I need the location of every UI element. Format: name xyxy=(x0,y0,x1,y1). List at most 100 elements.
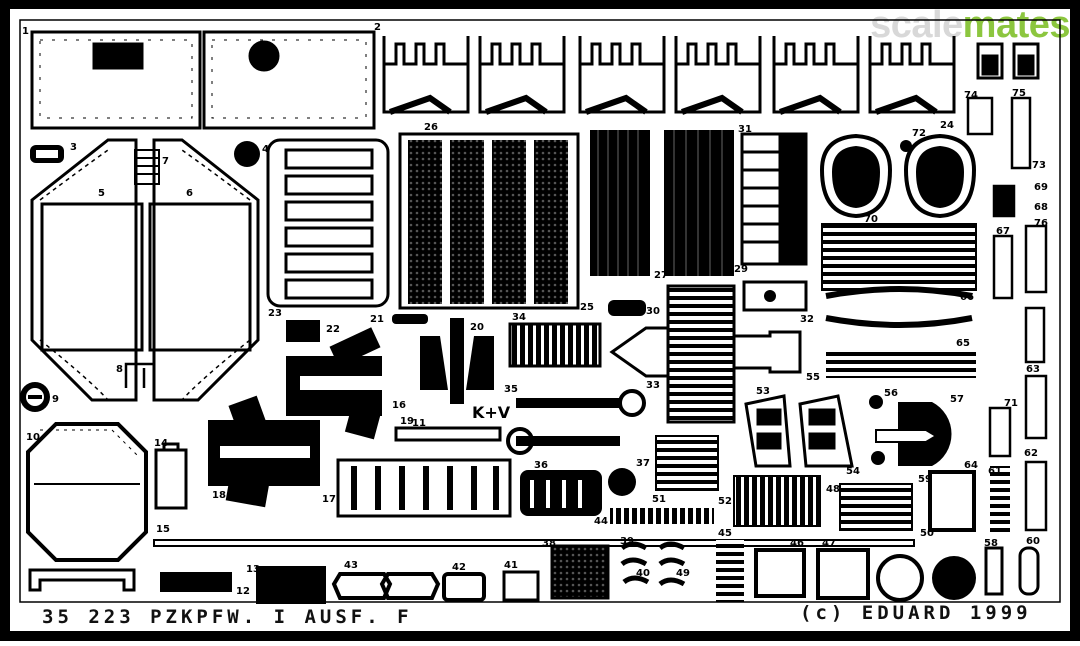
part-number: 58 xyxy=(984,538,998,549)
parts-20-21-22 xyxy=(286,314,494,404)
part-9 xyxy=(20,382,50,412)
disc-part-4 xyxy=(234,141,260,167)
part-number: 23 xyxy=(268,308,282,319)
part-number: 20 xyxy=(470,322,484,333)
part-number: 67 xyxy=(996,226,1010,237)
part-number: 75 xyxy=(1012,88,1026,99)
part-number: 49 xyxy=(676,568,690,579)
parts-16-18 xyxy=(208,327,400,508)
part-number: 13 xyxy=(246,564,260,575)
part-31 xyxy=(740,132,808,266)
part-number: 17 xyxy=(322,494,336,505)
right-column-parts xyxy=(966,96,1048,364)
parts-30-32 xyxy=(608,280,808,316)
part-number: 25 xyxy=(580,302,594,313)
part-number: 9 xyxy=(52,394,59,405)
part-number: 63 xyxy=(1026,364,1040,375)
part-number: 37 xyxy=(636,458,650,469)
logo-part-2: mates xyxy=(962,4,1071,46)
parts-53-54 xyxy=(744,394,854,468)
fret-title: 35 223 PZKPFW. I AUSF. F xyxy=(42,606,413,628)
part-number: 52 xyxy=(718,496,732,507)
part-number: 18 xyxy=(212,490,226,501)
part-number-labels: 1 2 3 4 5 6 7 8 9 10 11 12 13 14 15 16 1… xyxy=(22,22,1048,597)
part-number: 7 xyxy=(162,156,169,167)
shield-parts-70 xyxy=(819,133,977,219)
part-number: 24 xyxy=(940,120,954,131)
part-7 xyxy=(134,149,160,185)
marking-kv: K+V xyxy=(472,403,511,422)
part-number: 65 xyxy=(956,338,970,349)
part-number: 71 xyxy=(1004,398,1018,409)
part-number: 16 xyxy=(392,400,406,411)
part-number: 38 xyxy=(542,538,556,549)
part-number: 50 xyxy=(920,528,934,539)
part-number: 45 xyxy=(718,528,732,539)
part-number: 55 xyxy=(806,372,820,383)
small-part-3 xyxy=(30,145,64,163)
part-number: 14 xyxy=(154,438,168,449)
part-10-octagon xyxy=(26,422,148,562)
part-number: 27 xyxy=(654,270,668,281)
parts-24-row xyxy=(382,36,956,115)
part-number: 29 xyxy=(734,264,748,275)
part-number: 59 xyxy=(918,474,932,485)
part-number: 6 xyxy=(186,188,193,199)
slat-parts-27-29 xyxy=(590,130,734,276)
part-number: 72 xyxy=(912,128,926,139)
part-5-6-hatch xyxy=(30,138,260,402)
part-number: 60 xyxy=(1026,536,1040,547)
part-number: 5 xyxy=(98,188,105,199)
part-number: 57 xyxy=(950,394,964,405)
kit-title: PZKPFW. I AUSF. F xyxy=(150,606,413,628)
part-number: 40 xyxy=(636,568,650,579)
part-number: 42 xyxy=(452,562,466,573)
parts-19-34-35-36 xyxy=(394,322,646,516)
part-number: 69 xyxy=(1034,182,1048,193)
part-number: 31 xyxy=(738,124,752,135)
part-number: 22 xyxy=(326,324,340,335)
part-number: 68 xyxy=(1034,202,1048,213)
part-72 xyxy=(900,140,912,152)
part-number: 4 xyxy=(262,144,269,155)
kit-number: 35 223 xyxy=(42,606,135,628)
part-number: 62 xyxy=(1024,448,1038,459)
rail-parts-55-65-66 xyxy=(821,223,977,378)
part-number: 30 xyxy=(646,306,660,317)
part-number: 11 xyxy=(412,418,426,429)
part-number: 70 xyxy=(864,214,878,225)
part-number: 41 xyxy=(504,560,518,571)
part-number: 19 xyxy=(400,416,414,427)
part-number: 33 xyxy=(646,380,660,391)
parts-56-57 xyxy=(869,395,952,466)
grille-parts-25 xyxy=(398,132,580,310)
part-number: 61 xyxy=(988,466,1002,477)
part-number: 2 xyxy=(374,22,381,33)
part-number: 73 xyxy=(1032,160,1046,171)
part-number: 44 xyxy=(594,516,608,527)
part-number: 56 xyxy=(884,388,898,399)
part-number: 34 xyxy=(512,312,526,323)
part-number: 74 xyxy=(964,90,978,101)
part-number: 46 xyxy=(790,538,804,549)
part-number: 36 xyxy=(534,460,548,471)
part-number: 3 xyxy=(70,142,77,153)
part-16-row xyxy=(336,458,512,518)
parts-62-63-71 xyxy=(988,374,1048,532)
part-33-assembly xyxy=(609,284,802,424)
part-number: 1 xyxy=(22,26,29,37)
part-number: 8 xyxy=(116,364,123,375)
part-number: 15 xyxy=(156,524,170,535)
part-number: 51 xyxy=(652,494,666,505)
part-number: 53 xyxy=(756,386,770,397)
part-number: 54 xyxy=(846,466,860,477)
ladder-part-23 xyxy=(266,138,390,308)
part-number: 26 xyxy=(424,122,438,133)
logo-part-1: scale xyxy=(870,4,963,46)
bottom-row-parts xyxy=(28,539,1040,604)
part-37 xyxy=(608,468,636,496)
part-number: 47 xyxy=(822,538,836,549)
part-number: 48 xyxy=(826,484,840,495)
